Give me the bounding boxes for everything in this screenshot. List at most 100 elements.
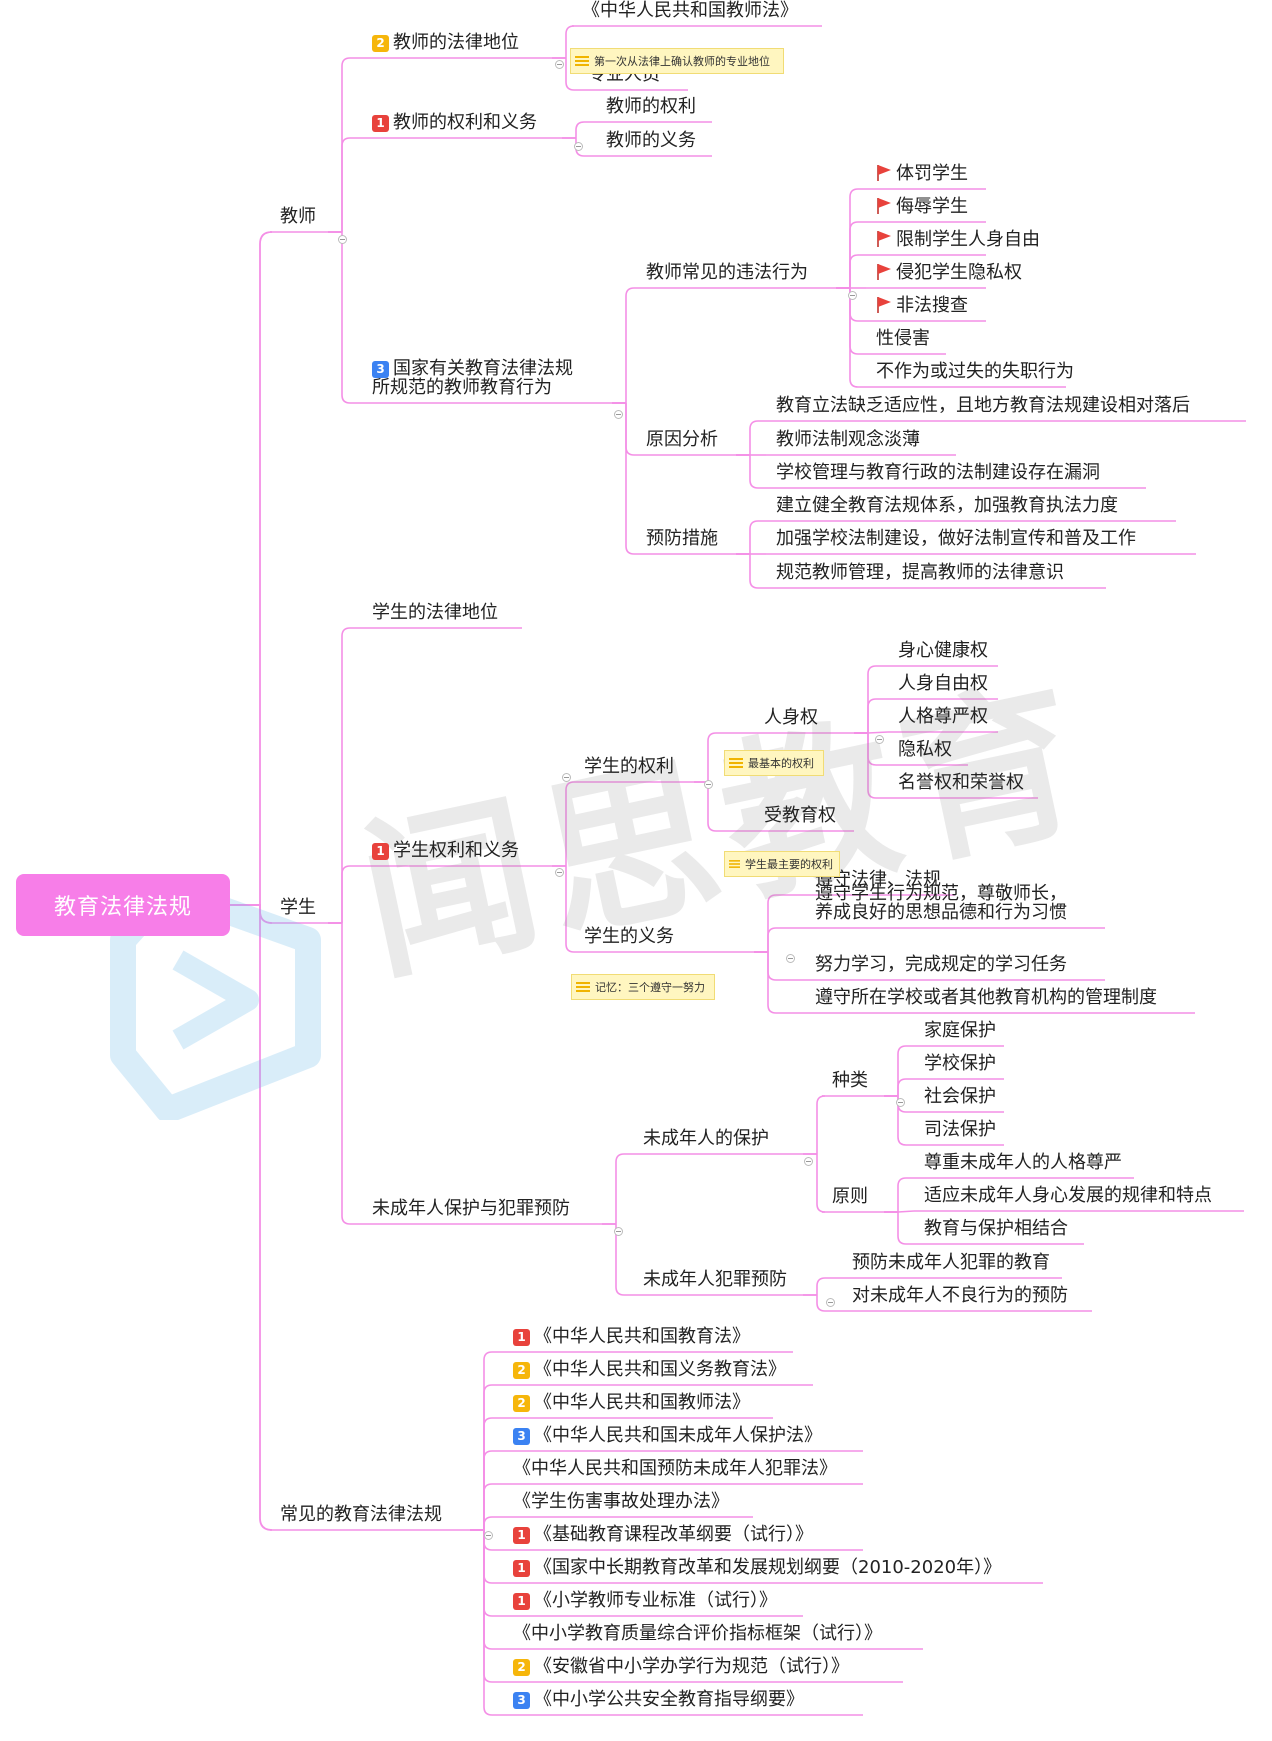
- law-item[interactable]: 1《国家中长期教育改革和发展规划纲要（2010-2020年）》: [513, 1558, 1001, 1577]
- protection-principle-item[interactable]: 适应未成年人身心发展的规律和特点: [924, 1186, 1212, 1205]
- law-item[interactable]: 《中小学教育质量综合评价指标框架（试行）》: [513, 1624, 882, 1643]
- collapse-toggle-icon[interactable]: [338, 235, 347, 244]
- violation-item[interactable]: 体罚学生: [876, 164, 968, 183]
- education-right[interactable]: 受教育权: [764, 806, 836, 825]
- student-duties[interactable]: 学生的义务: [584, 927, 674, 946]
- teacher-causes[interactable]: 原因分析: [646, 430, 718, 449]
- priority-3-icon: 3: [372, 361, 389, 378]
- protection-principles[interactable]: 原则: [832, 1187, 868, 1206]
- law-item[interactable]: 2《中华人民共和国教师法》: [513, 1393, 750, 1412]
- protection-type-item[interactable]: 家庭保护: [924, 1021, 996, 1040]
- branch-teacher[interactable]: 教师: [280, 207, 316, 226]
- collapse-toggle-icon[interactable]: [555, 60, 564, 69]
- law-item[interactable]: 3《中小学公共安全教育指导纲要》: [513, 1690, 804, 1709]
- prevention-item[interactable]: 加强学校法制建设，做好法制宣传和普及工作: [776, 529, 1136, 548]
- teacher-violations[interactable]: 教师常见的违法行为: [646, 263, 808, 282]
- node-label: 教师: [280, 206, 316, 227]
- law-item[interactable]: 《中华人民共和国预防未成年人犯罪法》: [513, 1459, 837, 1478]
- teacher-law-item[interactable]: 《中华人民共和国教师法》: [582, 1, 798, 20]
- collapse-toggle-icon[interactable]: [848, 291, 857, 300]
- collapse-toggle-icon[interactable]: [614, 1227, 623, 1236]
- collapse-toggle-icon[interactable]: [804, 1157, 813, 1166]
- teacher-duties-item[interactable]: 教师的义务: [606, 131, 696, 150]
- node-label: 非法搜查: [896, 295, 968, 316]
- law-item[interactable]: 3《中华人民共和国未成年人保护法》: [513, 1426, 822, 1445]
- connector-line: [816, 1295, 842, 1312]
- personal-rights[interactable]: 人身权: [764, 708, 818, 727]
- student-rights[interactable]: 学生的权利: [584, 757, 674, 776]
- connector-line: [897, 1210, 915, 1213]
- violation-item[interactable]: 性侵害: [876, 329, 930, 348]
- collapse-toggle-icon[interactable]: [786, 954, 795, 963]
- protection-type-item[interactable]: 司法保护: [924, 1120, 996, 1139]
- branch-common-laws[interactable]: 常见的教育法律法规: [280, 1505, 442, 1524]
- personal-right-item[interactable]: 身心健康权: [898, 641, 988, 660]
- student-legal-status[interactable]: 学生的法律地位: [372, 603, 498, 622]
- duty-item[interactable]: 遵守法律、法规: [815, 870, 941, 889]
- minor-protection[interactable]: 未成年人的保护: [643, 1129, 769, 1148]
- branch-student[interactable]: 学生: [280, 898, 316, 917]
- collapse-toggle-icon[interactable]: [562, 773, 571, 782]
- law-item[interactable]: 《学生伤害事故处理办法》: [513, 1492, 729, 1511]
- law-item[interactable]: 1《中华人民共和国教育法》: [513, 1327, 750, 1346]
- cause-item[interactable]: 教师法制观念淡薄: [776, 430, 920, 449]
- teacher-prevention[interactable]: 预防措施: [646, 529, 718, 548]
- collapse-toggle-icon[interactable]: [704, 780, 713, 789]
- minor-protection-prevention[interactable]: 未成年人保护与犯罪预防: [372, 1199, 570, 1218]
- node-label: 原因分析: [646, 429, 718, 450]
- crime-prevention-item[interactable]: 预防未成年人犯罪的教育: [852, 1253, 1050, 1272]
- violation-item[interactable]: 限制学生人身自由: [876, 230, 1040, 249]
- node-label: 社会保护: [924, 1086, 996, 1107]
- connector-line: [749, 554, 766, 589]
- teacher-rights-item[interactable]: 教师的权利: [606, 97, 696, 116]
- law-item[interactable]: 1《小学教师专业标准（试行）》: [513, 1591, 777, 1610]
- node-label: 国家有关教育法律法规: [393, 358, 573, 379]
- prevention-item[interactable]: 规范教师管理，提高教师的法律意识: [776, 563, 1064, 582]
- priority-2-icon: 2: [513, 1659, 530, 1676]
- violation-item[interactable]: 侮辱学生: [876, 197, 968, 216]
- law-item[interactable]: 1《基础教育课程改革纲要（试行）》: [513, 1525, 813, 1544]
- priority-1-icon: 1: [513, 1593, 530, 1610]
- law-item[interactable]: 2《中华人民共和国义务教育法》: [513, 1360, 786, 1379]
- duty-item[interactable]: 遵守所在学校或者其他教育机构的管理制度: [815, 988, 1157, 1007]
- protection-types[interactable]: 种类: [832, 1071, 868, 1090]
- personal-right-item[interactable]: 隐私权: [898, 740, 952, 759]
- connector-line: [565, 781, 575, 866]
- duty-item[interactable]: 遵守学生行为规范，尊敬师长，养成良好的思想品德和行为习惯: [815, 884, 1067, 922]
- crime-prevention[interactable]: 未成年人犯罪预防: [643, 1270, 787, 1289]
- protection-principle-item[interactable]: 教育与保护相结合: [924, 1219, 1068, 1238]
- personal-right-item[interactable]: 人身自由权: [898, 674, 988, 693]
- node-label-line2: 养成良好的思想品德和行为习惯: [815, 902, 1067, 923]
- duty-item[interactable]: 努力学习，完成规定的学习任务: [815, 955, 1067, 974]
- crime-prevention-item[interactable]: 对未成年人不良行为的预防: [852, 1286, 1068, 1305]
- protection-principle-item[interactable]: 尊重未成年人的人格尊严: [924, 1153, 1122, 1172]
- law-item[interactable]: 2《安徽省中小学办学行为规范（试行）》: [513, 1657, 849, 1676]
- violation-item[interactable]: 侵犯学生隐私权: [876, 263, 1022, 282]
- collapse-toggle-icon[interactable]: [896, 1098, 905, 1107]
- personal-right-item[interactable]: 名誉权和荣誉权: [898, 773, 1024, 792]
- personal-right-item[interactable]: 人格尊严权: [898, 707, 988, 726]
- node-label: 对未成年人不良行为的预防: [852, 1285, 1068, 1306]
- node-label: 《国家中长期教育改革和发展规划纲要（2010-2020年）》: [534, 1557, 1002, 1578]
- protection-type-item[interactable]: 学校保护: [924, 1054, 996, 1073]
- cause-item[interactable]: 学校管理与教育行政的法制建设存在漏洞: [776, 463, 1100, 482]
- collapse-toggle-icon[interactable]: [574, 142, 583, 151]
- collapse-toggle-icon[interactable]: [614, 410, 623, 419]
- node-label: 常见的教育法律法规: [280, 1504, 442, 1525]
- collapse-toggle-icon[interactable]: [826, 1298, 835, 1307]
- collapse-toggle-icon[interactable]: [875, 735, 884, 744]
- note-icon: [729, 860, 740, 868]
- violation-item[interactable]: 不作为或过失的失职行为: [876, 362, 1074, 381]
- prevention-item[interactable]: 建立健全教育法规体系，加强教育执法力度: [776, 496, 1118, 515]
- cause-item[interactable]: 教育立法缺乏适应性，且地方教育法规建设相对落后: [776, 396, 1190, 415]
- node-label: 学生权利和义务: [393, 840, 519, 861]
- violation-item[interactable]: 非法搜查: [876, 296, 968, 315]
- root-topic[interactable]: 教育法律法规: [16, 874, 230, 936]
- collapse-toggle-icon[interactable]: [484, 1531, 493, 1540]
- collapse-toggle-icon[interactable]: [555, 868, 564, 877]
- protection-type-item[interactable]: 社会保护: [924, 1087, 996, 1106]
